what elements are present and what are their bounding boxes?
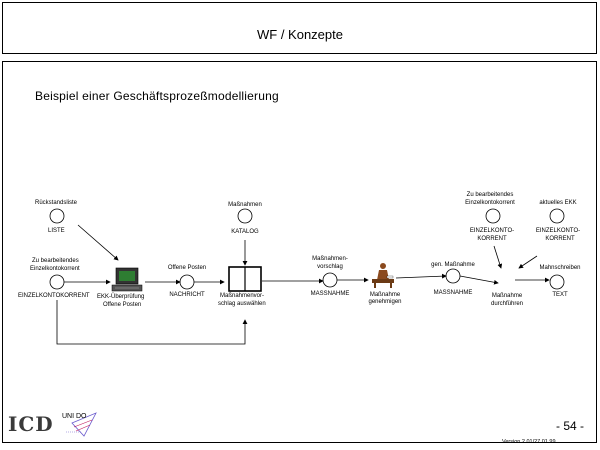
label-katalog: KATALOG [231, 229, 259, 235]
label-einzelkonto-korrent-4: KORRENT [545, 236, 575, 242]
label-einzelkontokorrent-left: Einzelkontokorrent [30, 266, 80, 272]
title-frame [2, 2, 597, 54]
node-zu-bearbeitendes-ekk [49, 274, 65, 290]
content-frame [2, 61, 597, 443]
arrow-ekk-loop-to-auswahl [56, 300, 248, 345]
label-aktuelles-ekk: aktuelles EKK [539, 200, 577, 206]
label-offene-posten: Offene Posten [167, 265, 207, 271]
arrow-gen-massnahme-to-durchfuehren [459, 275, 499, 285]
version-label: Version 2.01/27.01.99 [502, 439, 556, 445]
slide-title: WF / Konzepte [257, 27, 343, 42]
label-zu-bearbeitendes-right: Zu bearbeitendes [466, 192, 514, 198]
node-zu-bearbeitendes-ekk-right [485, 208, 501, 224]
node-aktuelles-ekk [549, 208, 565, 224]
label-einzelkontokorrent-right: Einzelkontokorrent [465, 200, 515, 206]
node-rueckstandsliste [49, 208, 65, 224]
node-massnahmenvorschlag [322, 272, 338, 288]
label-einzelkonto-korrent-1: EINZELKONTO- [469, 228, 515, 234]
label-einzelkonto-korrent-3: EINZELKONTO- [535, 228, 581, 234]
label-massnahme-2: MASSNAHME [433, 290, 473, 296]
label-massnahme-durchfuehren-2: durchführen [490, 301, 524, 307]
label-einzelkonto-korrent-2: KORRENT [477, 236, 507, 242]
page-number: - 54 - [556, 419, 585, 433]
arrow-aktuelles-ekk-to-durchfuehren [518, 255, 538, 269]
label-mahnschreiben: Mahnschreiben [539, 265, 581, 271]
label-massnahmen: Maßnahmen [228, 202, 262, 208]
label-massnahme-1: MASSNAHME [310, 291, 350, 297]
label-einzelkontokorrent-upper: EINZELKONTOKORRENT [18, 293, 90, 299]
label-massnahme-genehmigen-2: genehmigen [368, 299, 402, 305]
person-at-desk-icon [372, 263, 394, 288]
computer-icon [111, 267, 143, 292]
arrow-ekk-right-to-durchfuehren [493, 245, 503, 269]
node-massnahmen-katalog [237, 208, 253, 224]
label-text: TEXT [552, 292, 568, 298]
slide-subtitle: Beispiel einer Geschäftsprozeßmodellieru… [35, 89, 279, 103]
label-massnahmenvorschlag-2: vorschlag [317, 264, 343, 270]
arrow-liste-to-pruefung [77, 224, 119, 261]
unido-logo-graphic [66, 412, 97, 437]
icd-logo: ICD [8, 412, 54, 436]
node-mahnschreiben [549, 274, 565, 290]
unido-logo: UNI DO [62, 413, 87, 420]
label-gen-massnahme: gen. Maßnahme [431, 262, 475, 268]
label-offene-posten-process: Offene Posten [103, 302, 142, 308]
label-zu-bearbeitendes-left: Zu bearbeitendes [32, 258, 79, 264]
label-nachricht: NACHRICHT [169, 292, 205, 298]
node-offene-posten [179, 274, 195, 290]
label-ekk-ueberpruefung: EKK-Überprüfung [97, 294, 145, 300]
label-massnahme-durchfuehren-1: Maßnahme [491, 293, 523, 299]
label-massnahmenvorschlag-auswaehlen-1: Maßnahmenvor- [220, 293, 265, 299]
label-massnahmenvorschlag-auswaehlen-2: schlag auswählen [218, 301, 266, 307]
label-massnahme-genehmigen-1: Maßnahme [369, 292, 401, 298]
arrow-genehmigen-to-gen-massnahme [395, 273, 447, 279]
label-massnahmenvorschlag-1: Maßnahmen- [312, 256, 348, 262]
node-gen-massnahme [445, 268, 461, 284]
label-liste: LISTE [48, 228, 65, 234]
label-rueckstandsliste: Rückstandsliste [35, 200, 78, 206]
